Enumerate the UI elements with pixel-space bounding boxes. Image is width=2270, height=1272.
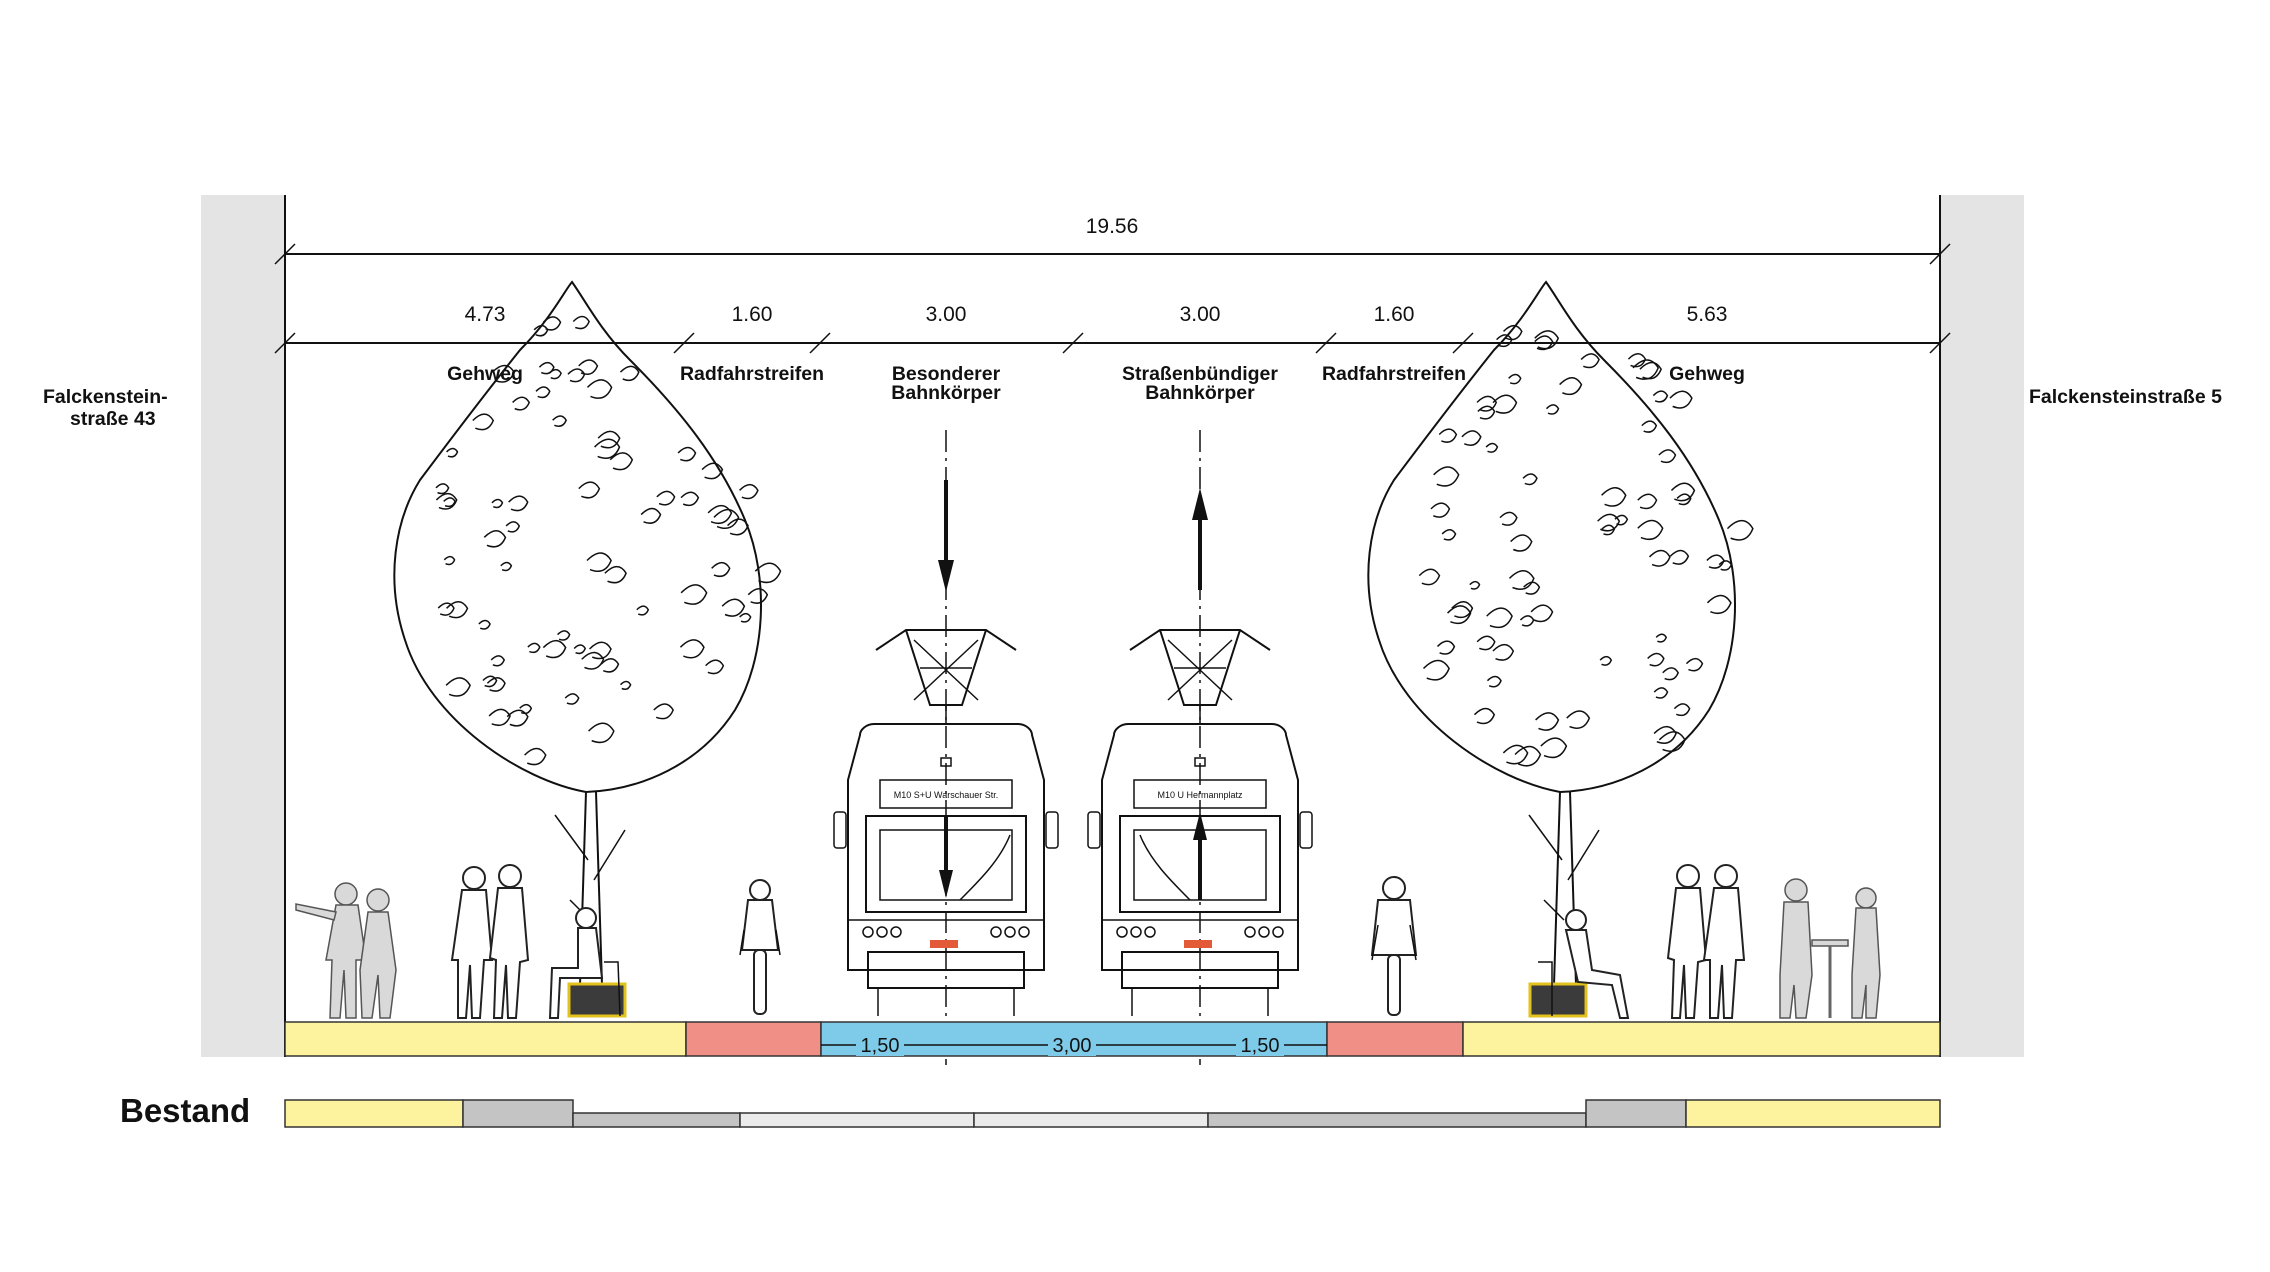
rail-dim-right: 1,50 [1241,1035,1280,1057]
surface-rad-left [685,1021,822,1057]
existing-gehweg-right [1685,1099,1941,1128]
tram-left: M10 S+U Warschauer Str. [833,629,1059,1016]
surface-gehweg-left [284,1021,687,1057]
zone-label-bahn-left-2: Bahnkörper [891,382,1001,404]
total-dimension: 19.56 [274,215,1951,265]
existing-parking-right [1585,1099,1687,1128]
zone-label-rad-left: Radfahrstreifen [680,363,824,385]
person-bench [548,907,621,1019]
tree-pit-left [567,982,627,1018]
arrow-up-icon [1192,488,1208,900]
side-label-right: Falckensteinstraße 5 [2029,386,2222,408]
zone-label-gehweg-left: Gehweg [447,363,523,385]
total-width-label: 19.56 [1086,215,1139,238]
zone-label-bahn-right-2: Bahnkörper [1145,382,1255,404]
dim-rad-right: 1.60 [1374,303,1415,326]
rail-dim-left: 1,50 [861,1035,900,1057]
dim-gehweg-right: 5.63 [1687,303,1728,326]
tree-left [393,280,782,986]
surface-gehweg-right [1462,1021,1941,1057]
rail-dim-center: 3,00 [1053,1035,1092,1057]
pedestrian-couple-right [1666,864,1746,1019]
dim-gehweg-left: 4.73 [465,303,506,326]
dim-bahn-left: 3.00 [926,303,967,326]
side-label-left-2: straße 43 [70,408,156,430]
surface-rad-right [1326,1021,1464,1057]
arrow-down-icon [938,480,954,898]
existing-lane-3 [973,1112,1209,1128]
segment-dimensions: 4.73 1.60 3.00 3.00 1.60 5.63 [274,303,1951,354]
dim-bahn-right: 3.00 [1180,303,1221,326]
pedestrians-table [1779,878,1881,1019]
existing-gehweg-left [284,1099,464,1128]
tram-left-destination: M10 S+U Warschauer Str. [894,790,998,800]
existing-surface [284,1099,1941,1128]
existing-lane-4 [1207,1112,1587,1128]
zone-label-bahn-left-1: Besonderer [892,363,1001,385]
tram-right: M10 U Hermannplatz [1087,629,1313,1016]
zone-label-gehweg-right: Gehweg [1669,363,1745,385]
zone-label-bahn-right-1: Straßenbündiger [1122,363,1278,385]
pedestrian-pointing [295,882,367,1019]
zone-label-rad-right: Radfahrstreifen [1322,363,1466,385]
side-label-left-1: Falckenstein- [43,386,168,408]
left-building-wall [201,195,285,1057]
bestand-label: Bestand [120,1092,250,1129]
dim-rad-left: 1.60 [732,303,773,326]
existing-lane-1 [572,1112,741,1128]
pedestrian-walking [359,888,397,1019]
tram-right-destination: M10 U Hermannplatz [1157,790,1243,800]
tree-right [1367,280,1754,986]
right-building-wall [1940,195,2024,1057]
rail-dimensions: 1,50 3,00 1,50 [821,1032,1327,1057]
pedestrian-couple-left [450,864,530,1019]
existing-parking-left [462,1099,574,1128]
person-bench-right [1538,909,1630,1019]
existing-lane-2 [739,1112,975,1128]
tree-pit-right [1528,982,1588,1018]
planned-surface [284,1021,1941,1057]
cyclist-left [739,879,781,1015]
cyclist-right [1370,876,1418,1016]
